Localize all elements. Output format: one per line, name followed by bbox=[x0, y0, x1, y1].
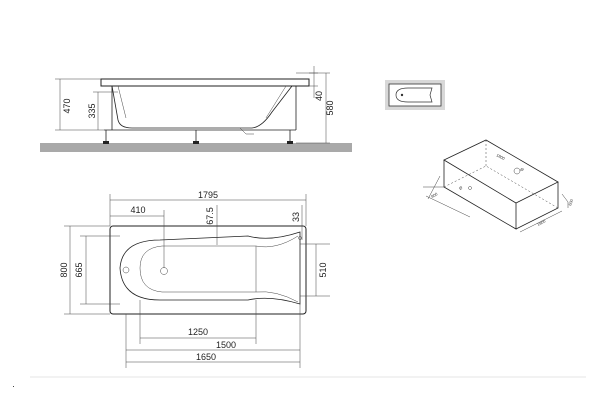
dim-33: 33 bbox=[291, 212, 301, 222]
tub-inner-line bbox=[117, 85, 287, 119]
floor-band bbox=[40, 143, 352, 152]
iso-label-left: 800 bbox=[430, 191, 439, 199]
dim-410: 410 bbox=[130, 205, 145, 215]
basin-outline bbox=[119, 231, 301, 305]
iso-left-face bbox=[443, 160, 517, 230]
dim-67-5: 67.5 bbox=[205, 207, 215, 225]
dim-1250: 1250 bbox=[188, 327, 208, 337]
dim-510: 510 bbox=[318, 262, 328, 277]
footer-mark: · bbox=[12, 381, 15, 391]
iso-right-face bbox=[515, 182, 559, 230]
iso-label-drain: Ø bbox=[520, 166, 525, 172]
dim-665: 665 bbox=[74, 262, 84, 277]
dim-580: 580 bbox=[325, 100, 335, 115]
iso-label-top: 1800 bbox=[496, 152, 507, 161]
dim-1650: 1650 bbox=[196, 352, 216, 362]
dim-1500: 1500 bbox=[216, 340, 236, 350]
iso-label-right: 1800 bbox=[536, 218, 547, 227]
tub-body bbox=[111, 85, 293, 129]
dim-470: 470 bbox=[62, 98, 72, 113]
top-view: 1795 410 67.5 33 800 665 510 1250 bbox=[59, 190, 330, 368]
thumbnail-view bbox=[385, 80, 445, 110]
iso-view: 1800 Ø 800 1800 600 Ø bbox=[423, 139, 574, 233]
drain-circle bbox=[513, 167, 521, 175]
iso-top-face bbox=[443, 139, 559, 204]
leg-foot-right bbox=[287, 141, 293, 144]
dim-1795: 1795 bbox=[198, 190, 218, 200]
dim-335: 335 bbox=[87, 103, 97, 118]
tub-outline bbox=[109, 225, 307, 315]
iso-label-height: 600 bbox=[567, 198, 574, 207]
iso-label-drain-2: Ø bbox=[458, 185, 463, 191]
drain-bump bbox=[239, 127, 254, 135]
basin-inner bbox=[139, 245, 257, 293]
leg-foot-center bbox=[193, 141, 199, 144]
dim-800: 800 bbox=[59, 262, 69, 277]
tub-rim bbox=[100, 78, 310, 87]
side-view: 470 335 40 580 bbox=[40, 66, 352, 152]
dim-40: 40 bbox=[314, 91, 324, 101]
leg-foot-left bbox=[103, 141, 109, 144]
drain bbox=[122, 266, 130, 274]
